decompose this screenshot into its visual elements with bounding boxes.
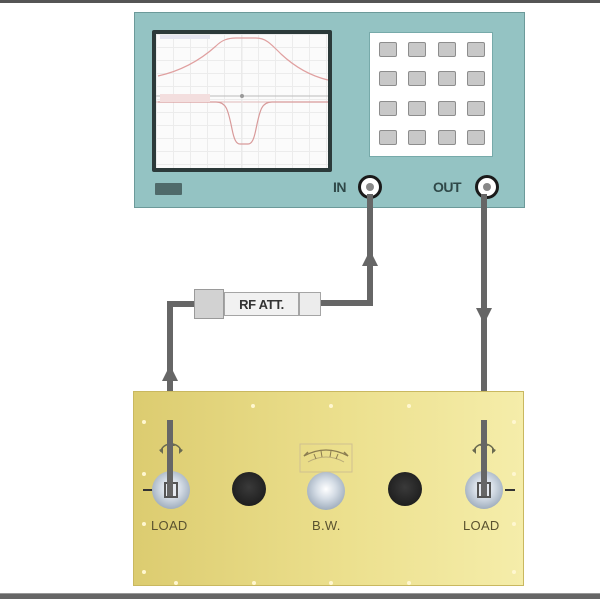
bottom-border [0,593,600,599]
screw [142,522,146,526]
screw [512,472,516,476]
arrow-down-icon [476,308,492,324]
key-9[interactable] [379,101,397,116]
att-cable-horizontal [167,301,194,307]
filter-panel [133,391,524,586]
network-analyzer: IN OUT [134,12,525,208]
attenuator-connector-right [299,292,321,316]
in-port-connector[interactable] [358,175,382,199]
screw [142,472,146,476]
load-cable-end-left [167,420,173,496]
bandwidth-label: B.W. [312,518,341,533]
bandwidth-knob[interactable] [307,472,345,510]
screw [251,404,255,408]
in-port-label: IN [333,179,347,195]
key-3[interactable] [438,42,456,57]
key-7[interactable] [438,71,456,86]
out-port-label: OUT [433,179,462,195]
key-14[interactable] [408,130,426,145]
key-11[interactable] [438,101,456,116]
tuning-knob-left[interactable] [232,472,266,506]
power-switch[interactable] [155,183,182,195]
load-cable-end-right [481,420,487,496]
keypad [369,32,493,157]
key-10[interactable] [408,101,426,116]
tuning-knob-right[interactable] [388,472,422,506]
attenuator-connector-left [194,289,224,319]
key-12[interactable] [467,101,485,116]
tick-mark [143,489,153,491]
key-16[interactable] [467,130,485,145]
key-2[interactable] [408,42,426,57]
analyzer-screen [152,30,332,172]
screw [329,404,333,408]
screw [407,404,411,408]
key-1[interactable] [379,42,397,57]
arrow-up-icon [362,250,378,266]
screw [174,581,178,585]
key-8[interactable] [467,71,485,86]
screw [142,570,146,574]
load-label-left: LOAD [151,518,188,533]
key-6[interactable] [408,71,426,86]
key-15[interactable] [438,130,456,145]
screen-display [156,34,328,168]
screw [252,581,256,585]
trace-plot [156,34,328,168]
rf-attenuator: RF ATT. [224,292,299,316]
top-border [0,0,600,3]
screw [512,420,516,424]
key-5[interactable] [379,71,397,86]
load-label-right: LOAD [463,518,500,533]
bandwidth-scale-icon [299,443,353,473]
tick-mark [505,489,515,491]
key-13[interactable] [379,130,397,145]
screw [512,570,516,574]
screw [142,420,146,424]
in-cable-horizontal [321,300,373,306]
screw [407,581,411,585]
screw [512,522,516,526]
out-port-connector[interactable] [475,175,499,199]
arrow-up-icon [162,365,178,381]
screw [329,581,333,585]
key-4[interactable] [467,42,485,57]
out-cable-vertical [481,194,487,496]
